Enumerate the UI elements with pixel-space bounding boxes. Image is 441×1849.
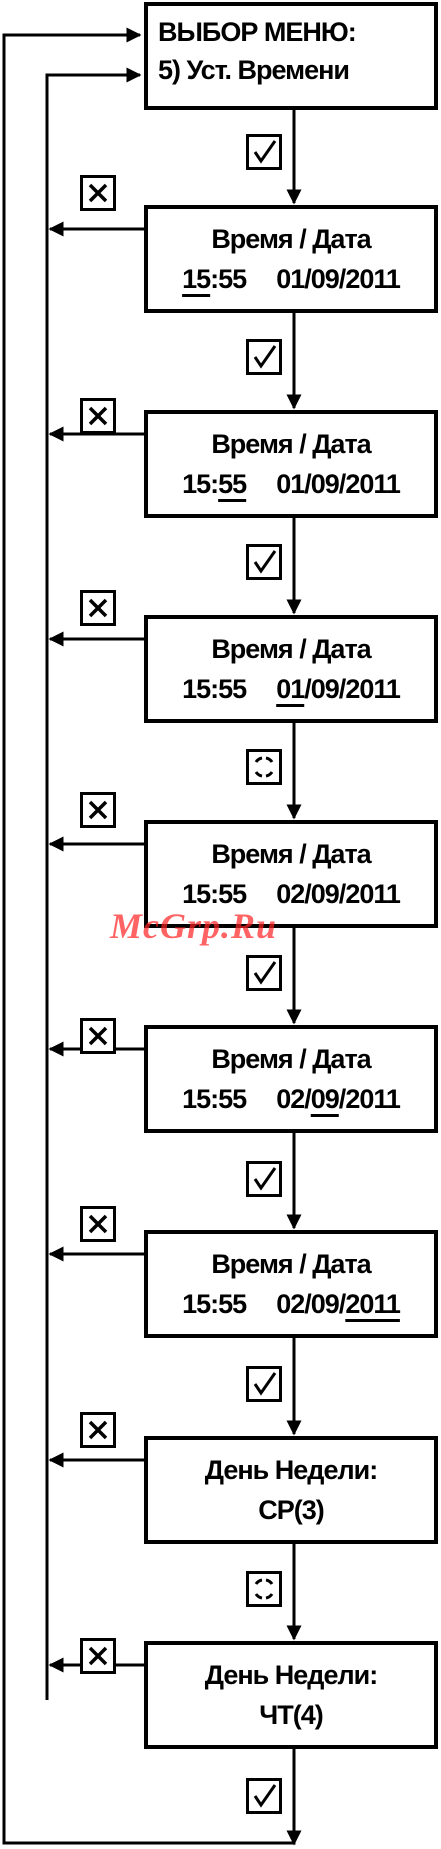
menu-title: ВЫБОР МЕНЮ:: [148, 16, 434, 48]
box-title: Время / Дата: [148, 428, 434, 460]
weekday-box: День Недели: ЧТ(4): [144, 1641, 438, 1749]
day-value: 01: [276, 469, 304, 499]
year-value: 2011: [345, 674, 400, 704]
day-value: 01: [276, 674, 304, 704]
hour-value: 15: [182, 264, 210, 294]
month-value: 09: [311, 264, 339, 294]
minute-value: 55: [218, 264, 246, 294]
confirm-check-icon: [246, 134, 282, 170]
separator: :: [210, 1289, 218, 1319]
cancel-return-line: [47, 75, 140, 1700]
confirm-check-icon: [246, 339, 282, 375]
cancel-x-icon: [80, 792, 116, 828]
cancel-x-icon: [80, 1206, 116, 1242]
year-value: 2011: [345, 1084, 400, 1114]
box-title: Время / Дата: [148, 223, 434, 255]
day-value: 02: [276, 1289, 304, 1319]
rotate-knob-icon: [246, 749, 282, 785]
year-value: 2011: [345, 469, 400, 499]
menu-item: 5) Уст. Времени: [148, 54, 434, 86]
hour-value: 15: [182, 674, 210, 704]
separator: :: [210, 674, 218, 704]
confirm-check-icon: [246, 1161, 282, 1197]
cancel-x-icon: [80, 1412, 116, 1448]
cancel-x-icon: [80, 175, 116, 211]
minute-value: 55: [218, 1289, 246, 1319]
day-value: 02: [276, 879, 304, 909]
cancel-x-icon: [80, 590, 116, 626]
rotate-knob-icon: [246, 1571, 282, 1607]
confirm-check-icon: [246, 1778, 282, 1814]
weekday-box: День Недели: СР(3): [144, 1436, 438, 1544]
month-value: 09: [311, 1084, 339, 1114]
weekday-value: СР(3): [148, 1494, 434, 1526]
confirm-check-icon: [246, 1366, 282, 1402]
weekday-value: ЧТ(4): [148, 1699, 434, 1731]
minute-value: 55: [218, 674, 246, 704]
cancel-x-icon: [80, 398, 116, 434]
watermark: McGrp.Ru: [110, 905, 277, 947]
box-title: Время / Дата: [148, 838, 434, 870]
box-title: Время / Дата: [148, 633, 434, 665]
separator: :: [210, 469, 218, 499]
box-title: Время / Дата: [148, 1043, 434, 1075]
cancel-x-icon: [80, 1638, 116, 1674]
separator: :: [210, 264, 218, 294]
year-value: 2011: [345, 264, 400, 294]
month-value: 09: [311, 879, 339, 909]
cancel-x-icon: [80, 1018, 116, 1054]
box-title: День Недели:: [148, 1659, 434, 1691]
hour-value: 15: [182, 1289, 210, 1319]
minute-value: 55: [218, 469, 246, 499]
day-value: 01: [276, 264, 304, 294]
day-value: 02: [276, 1084, 304, 1114]
menu-select-box: ВЫБОР МЕНЮ: 5) Уст. Времени: [144, 2, 438, 110]
month-value: 09: [311, 674, 339, 704]
box-title: День Недели:: [148, 1454, 434, 1486]
month-value: 09: [311, 469, 339, 499]
hour-value: 15: [182, 1084, 210, 1114]
year-value: 2011: [345, 879, 400, 909]
confirm-check-icon: [246, 955, 282, 991]
confirm-check-icon: [246, 544, 282, 580]
separator: :: [210, 1084, 218, 1114]
minute-value: 55: [218, 1084, 246, 1114]
hour-value: 15: [182, 469, 210, 499]
year-value: 2011: [345, 1289, 400, 1319]
box-title: Время / Дата: [148, 1248, 434, 1280]
month-value: 09: [311, 1289, 339, 1319]
